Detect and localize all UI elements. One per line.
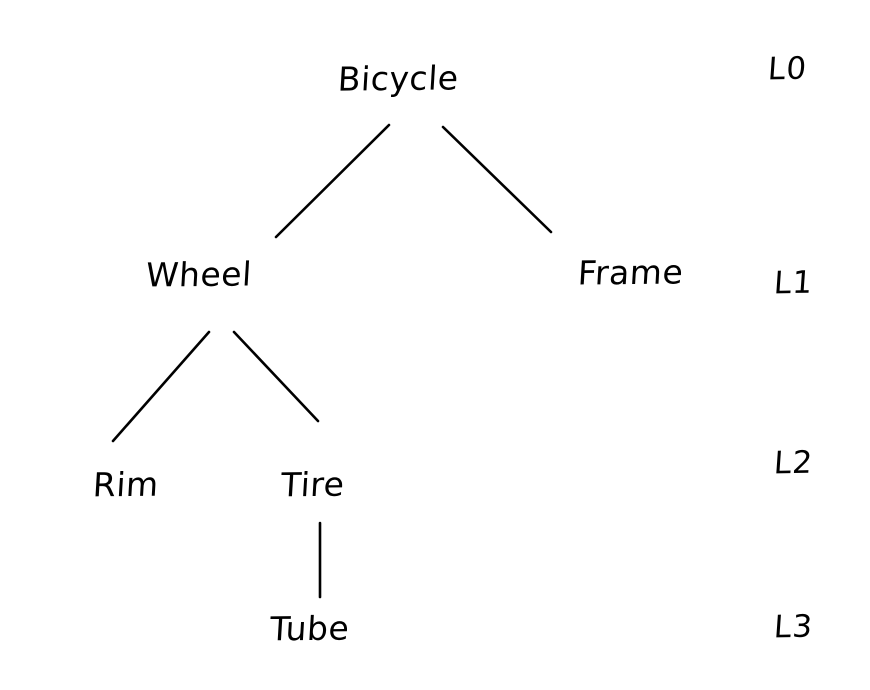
level-label-l3: L3: [772, 608, 815, 646]
level-label-l2: L2: [772, 444, 815, 482]
level-label-l0: L0: [766, 50, 809, 88]
tree-node-bicycle[interactable]: Bicycle: [336, 58, 460, 99]
tree-node-rim[interactable]: Rim: [91, 464, 160, 505]
tree-node-frame[interactable]: Frame: [576, 252, 685, 293]
edge-wheel-tire: [232, 330, 320, 423]
edge-bicycle-frame: [441, 125, 553, 234]
level-label-l1: L1: [772, 264, 815, 302]
edge-wheel-rim: [111, 330, 211, 443]
tree-node-tire[interactable]: Tire: [279, 464, 346, 505]
tree-node-wheel[interactable]: Wheel: [144, 254, 254, 295]
edge-bicycle-wheel: [274, 123, 391, 239]
tree-node-tube[interactable]: Tube: [268, 608, 351, 649]
